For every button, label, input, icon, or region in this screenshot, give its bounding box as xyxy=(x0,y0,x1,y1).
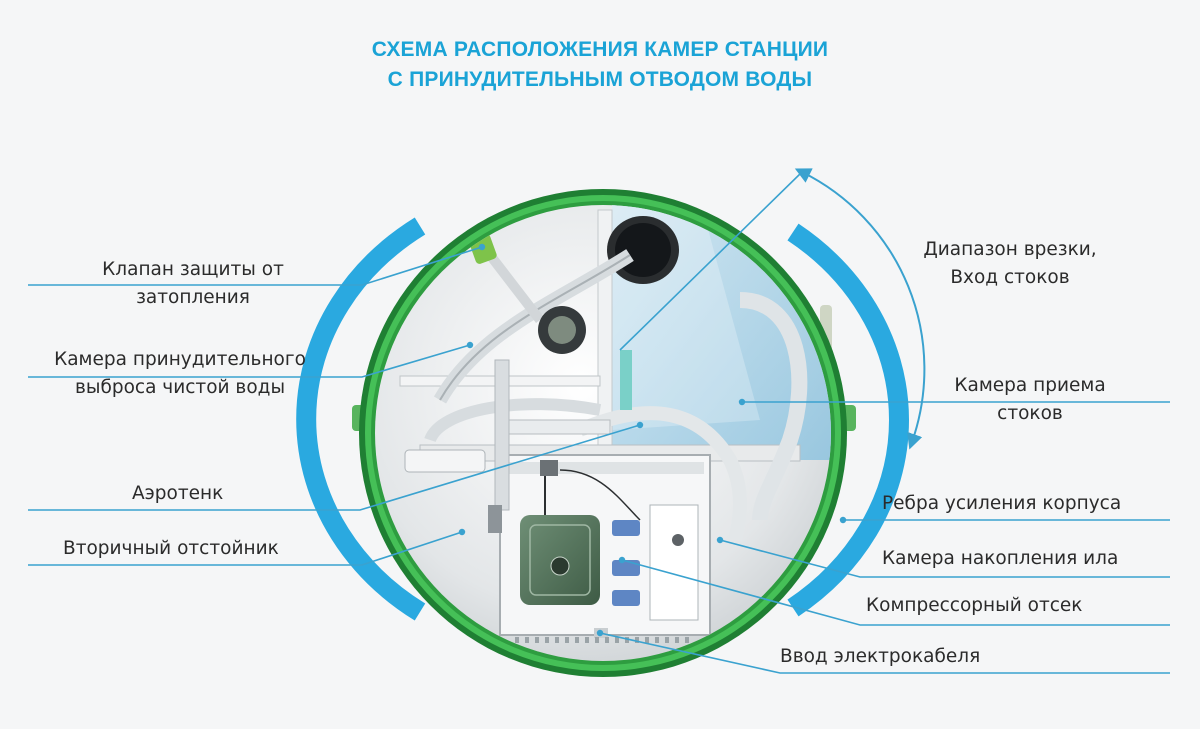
label-receiving-chamber-line-1: Камера приема xyxy=(954,375,1106,396)
label-inlet-range-line-1: Диапазон врезки, xyxy=(923,239,1097,260)
leader-lines xyxy=(28,171,1170,674)
label-ribs: Ребра усиления корпуса xyxy=(882,493,1122,514)
hose-middle xyxy=(577,406,747,542)
label-inlet-range-line-2: Вход стоков xyxy=(950,267,1070,288)
label-forced-discharge: Камера принудительного выброса чистой во… xyxy=(30,346,330,402)
distributor-block xyxy=(404,449,486,473)
leader-forced-discharge xyxy=(28,344,471,378)
leader-aerotank xyxy=(28,424,641,511)
label-forced-discharge-line-1: Камера принудительного xyxy=(54,349,306,370)
leader-secondary-settler xyxy=(28,531,463,566)
diagram-title-line-2: С ПРИНУДИТЕЛЬНЫМ ОТВОДОМ ВОДЫ xyxy=(387,68,813,91)
leader-compressor xyxy=(621,559,1170,626)
label-receiving-chamber: Камера приема стоков xyxy=(930,372,1130,428)
leader-cable xyxy=(599,632,1170,674)
control-box xyxy=(649,504,699,621)
hose-lower xyxy=(424,398,602,443)
label-flood-valve: Клапан защиты от затопления xyxy=(68,256,318,312)
label-inlet-range: Диапазон врезки, Вход стоков xyxy=(900,236,1120,292)
label-forced-discharge-line-2: выброса чистой воды xyxy=(74,377,286,398)
label-secondary-settler: Вторичный отстойник xyxy=(63,538,279,559)
label-sludge-chamber: Камера накопления ила xyxy=(882,548,1119,569)
left-rib-arc xyxy=(296,217,426,621)
label-compressor: Компрессорный отсек xyxy=(866,595,1083,616)
leader-sludge xyxy=(719,539,1170,578)
label-flood-valve-line-2: затопления xyxy=(136,287,250,308)
label-flood-valve-line-1: Клапан защиты от xyxy=(102,259,284,280)
label-cable-inlet: Ввод электрокабеля xyxy=(780,646,981,667)
inlet-range-arrow xyxy=(794,168,926,450)
leader-flood-valve xyxy=(28,246,483,286)
valve-pipe xyxy=(486,251,544,324)
diagram-title-line-1: СХЕМА РАСПОЛОЖЕНИЯ КАМЕР СТАНЦИИ xyxy=(371,38,829,61)
label-aerotank: Аэротенк xyxy=(132,483,224,504)
leader-inlet-range xyxy=(619,171,803,351)
label-receiving-chamber-line-2: стоков xyxy=(997,403,1063,424)
